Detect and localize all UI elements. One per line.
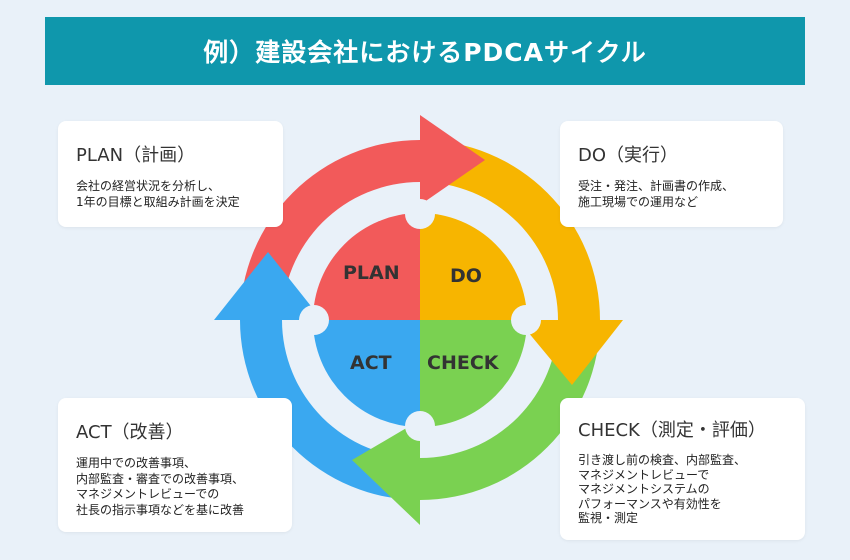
notch-top — [405, 199, 435, 229]
notch-bottom — [405, 411, 435, 441]
plan-card-title: PLAN（計画） — [76, 145, 196, 166]
check-quadrant — [420, 320, 527, 427]
plan-quadrant-label: PLAN — [343, 262, 400, 284]
do-card-title: DO（実行） — [578, 145, 679, 166]
do-arc — [420, 140, 600, 320]
do-card-body: 受注・発注、計画書の作成、 施工現場での運用など — [578, 179, 735, 209]
check-arc — [420, 320, 600, 500]
do-quadrant-label: DO — [450, 265, 482, 287]
do-card: DO（実行） 受注・発注、計画書の作成、 施工現場での運用など — [560, 121, 783, 227]
check-quadrant-label: CHECK — [427, 352, 499, 374]
act-card-title: ACT（改善） — [76, 422, 184, 443]
check-arrowhead — [352, 420, 420, 525]
act-quadrant — [313, 320, 420, 427]
page-title: 例）建設会社におけるPDCAサイクル — [45, 17, 805, 85]
plan-card: PLAN（計画） 会社の経営状況を分析し、 1年の目標と取組み計画を決定 — [58, 121, 283, 227]
do-arrowhead — [518, 320, 623, 385]
act-card: ACT（改善） 運用中での改善事項、 内部監査・審査での改善事項、 マネジメント… — [58, 398, 292, 532]
plan-card-body: 会社の経営状況を分析し、 1年の目標と取組み計画を決定 — [76, 179, 240, 209]
check-card: CHECK（測定・評価） 引き渡し前の検査、内部監査、 マネジメントレビューで … — [560, 398, 805, 540]
check-card-title: CHECK（測定・評価） — [578, 420, 766, 441]
plan-arrowhead — [420, 115, 485, 205]
act-card-body: 運用中での改善事項、 内部監査・審査での改善事項、 マネジメントレビューでの 社… — [76, 456, 245, 517]
notch-left — [299, 305, 329, 335]
plan-quadrant — [313, 213, 420, 320]
notch-right — [511, 305, 541, 335]
act-arrowhead — [214, 252, 322, 320]
act-quadrant-label: ACT — [350, 352, 392, 374]
do-quadrant — [420, 213, 527, 320]
check-card-body: 引き渡し前の検査、内部監査、 マネジメントレビューで マネジメントシステムの パ… — [578, 453, 747, 525]
